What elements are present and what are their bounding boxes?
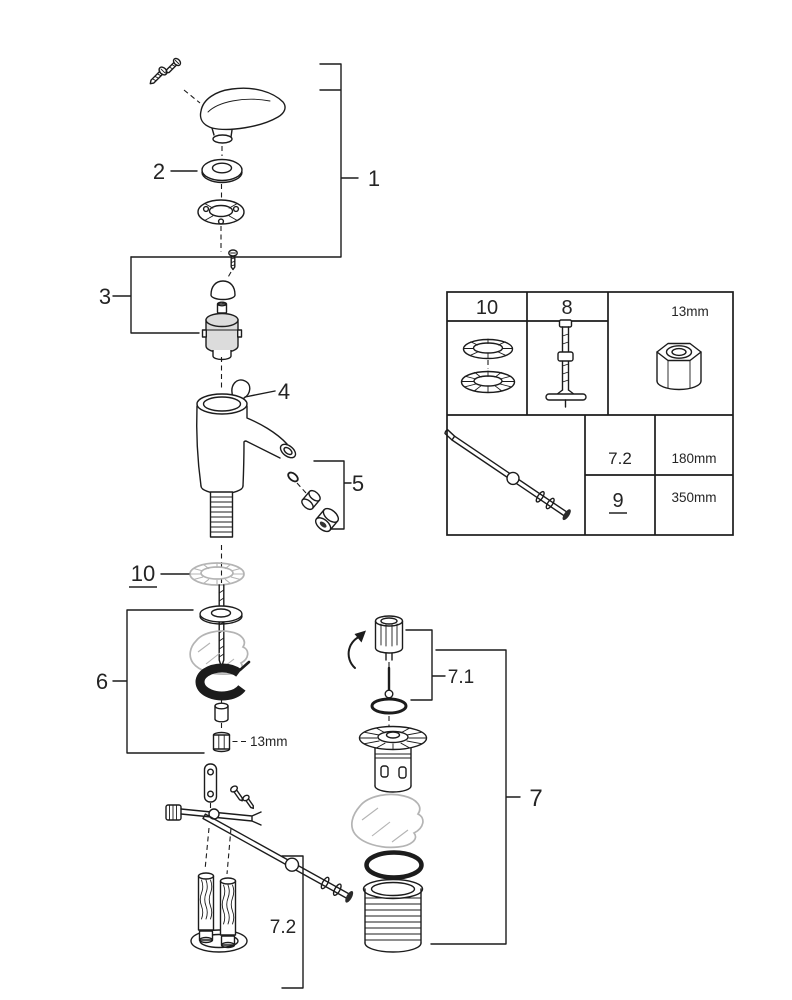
box-lift-rod [444,429,571,521]
rotate-arrow-head [354,630,366,643]
box-mounting-tool [545,319,587,408]
box-row1-value: 180mm [671,451,716,466]
handle-assembly [149,57,286,144]
horseshoe-washer [195,663,246,701]
callout-1: 1 [368,166,380,191]
box-header-13mm: 13mm [671,304,709,319]
box-socket-13mm [656,342,702,391]
box-row2-label: 9 [612,490,623,512]
callout-10: 10 [131,561,155,586]
pull-knob-group [347,615,408,726]
nut-size-label: 13mm [250,734,288,749]
bracket-5 [313,460,352,530]
supply-hoses [190,827,248,953]
bracket-7-2 [281,855,304,989]
callout-2: 2 [153,159,165,184]
hex-nut [212,731,231,753]
mounting-set [189,605,251,753]
box-row1-label: 7.2 [608,449,632,468]
hose-1 [197,872,215,944]
bracket-7-1 [405,629,446,701]
lever-handle [199,87,286,131]
box-seal-rings [460,338,516,394]
drain-flange [358,725,428,793]
bracket-1 [130,63,359,258]
drain-seal-ring [370,697,408,715]
threaded-shank [209,491,234,538]
service-parts-box: 10 8 13mm [444,291,734,536]
box-header-8: 8 [561,297,572,319]
lift-rod [202,813,354,903]
ghost-clamp-2 [350,793,424,849]
callout-7-1: 7.1 [448,667,474,688]
drain-assembly [350,725,428,953]
drain-body [362,878,424,953]
callout-4: 4 [278,379,290,404]
box-header-10: 10 [476,297,498,319]
bracket-3 [112,256,200,334]
bracket-6 [112,609,205,754]
lift-rod-ball [284,857,300,872]
mounting-ring [197,199,245,225]
pivot-linkage [165,763,262,826]
callout-4-leader [244,390,276,398]
hose-2 [219,877,237,949]
bracket-7 [430,649,521,945]
base-washer [199,605,243,623]
seal-ring-10 [189,562,245,586]
callout-3: 3 [99,284,111,309]
cartridge-dome [210,280,236,301]
box-row2-value: 350mm [671,490,716,505]
faucet-body [196,379,297,538]
cartridge-group [201,249,243,361]
knurled-knob [165,804,182,821]
callout-5: 5 [352,471,364,496]
callout-6: 6 [96,669,108,694]
callout-7-2: 7.2 [270,917,296,938]
callout-7: 7 [529,785,542,812]
spacer-cylinder [214,702,229,723]
aerator-group [287,471,340,533]
drain-o-ring [364,850,424,880]
handle-cap-ring [201,158,243,184]
service-box-border [446,291,734,536]
